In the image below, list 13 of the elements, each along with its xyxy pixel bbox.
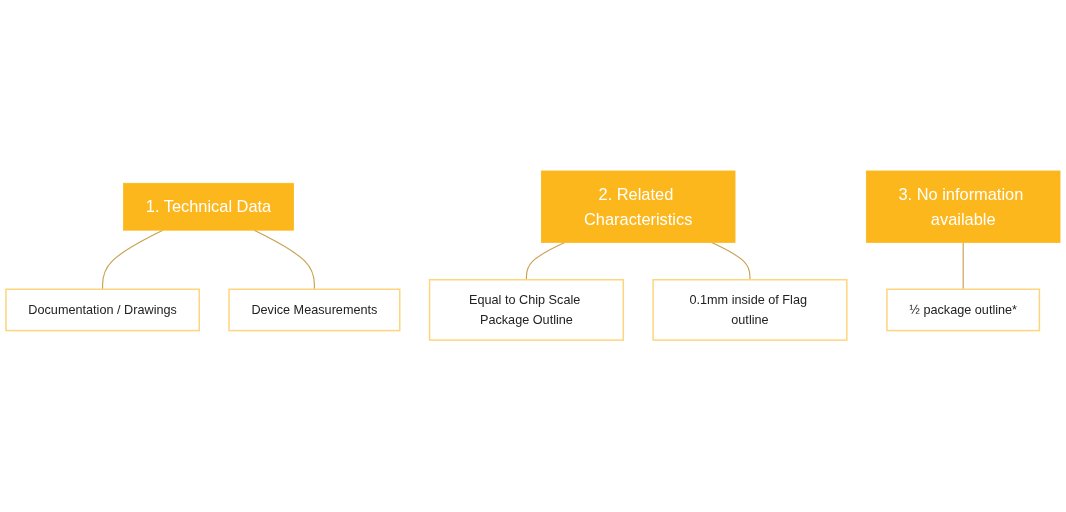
node-box: Documentation / Drawings: [5, 288, 200, 332]
node-box: 1. Technical Data: [123, 183, 294, 232]
connector: [711, 242, 751, 281]
connector: [962, 242, 964, 291]
node-box: ½ package outline*: [886, 288, 1041, 332]
connector: [102, 230, 164, 291]
connector: [525, 242, 566, 281]
node-box: Equal to Chip Scale Package Outline: [428, 279, 625, 342]
node-box: 0.1mm inside of Flag outline: [652, 279, 848, 342]
node-box: 2. Related Characteristics: [540, 171, 736, 244]
node-box: 3. No information available: [865, 171, 1061, 244]
node-box: Device Measurements: [228, 288, 401, 332]
connector: [253, 230, 315, 291]
